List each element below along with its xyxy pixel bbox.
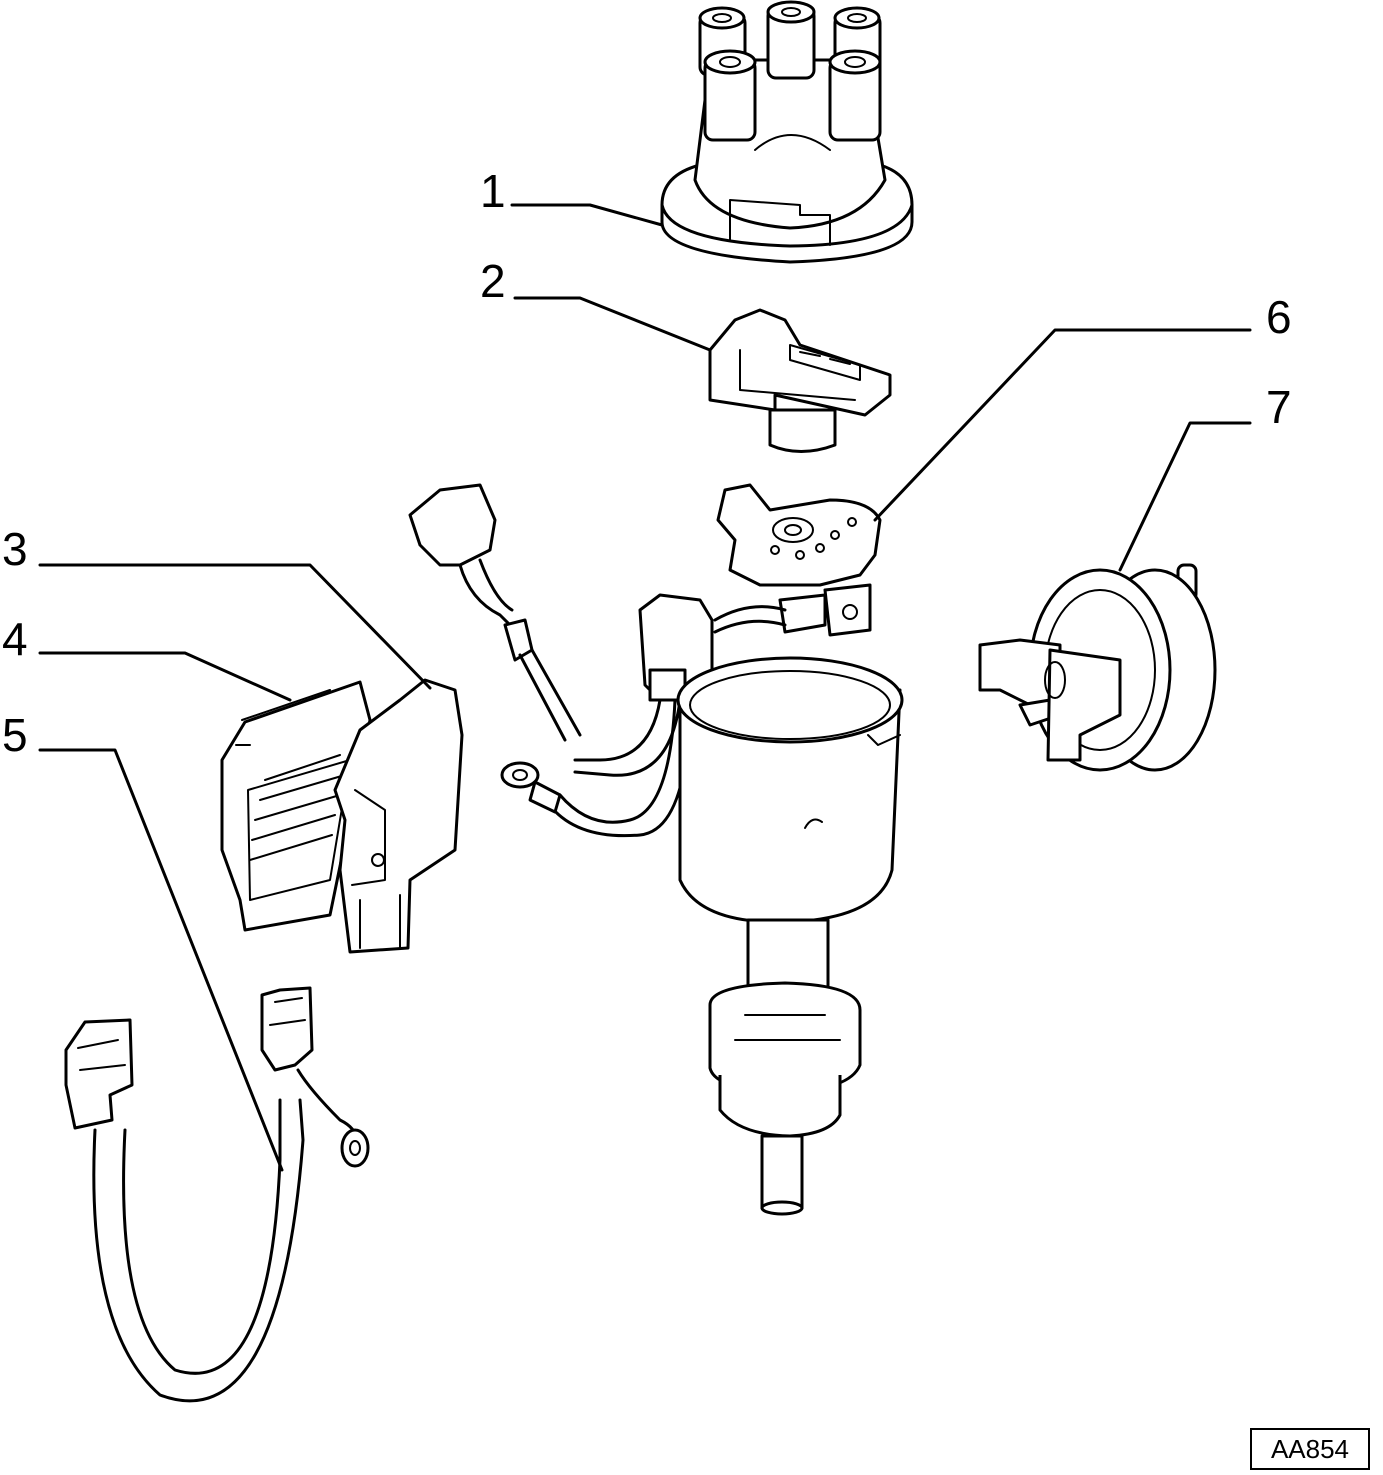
distributor-body <box>676 656 904 1216</box>
leader-line-2 <box>513 296 712 352</box>
callout-6: 6 <box>1266 291 1292 343</box>
leader-line-4 <box>38 651 292 702</box>
cap-towers <box>698 0 882 142</box>
callout-5: 5 <box>2 709 28 761</box>
leader-line-5 <box>38 748 284 1172</box>
callout-4: 4 <box>2 613 28 665</box>
vacuum-advance-unit <box>978 563 1217 772</box>
ignition-module <box>220 680 372 932</box>
sensor-connector <box>408 483 582 742</box>
wiring-harness <box>64 986 370 1403</box>
callout-1: 1 <box>480 165 506 217</box>
distributor-cap <box>660 0 914 264</box>
leader-lines <box>38 203 1252 1172</box>
callout-7: 7 <box>1266 381 1292 433</box>
callout-3: 3 <box>2 523 28 575</box>
pickup-plate <box>713 483 882 637</box>
leader-line-3 <box>38 563 432 690</box>
leader-line-1 <box>510 203 664 227</box>
callout-2: 2 <box>480 255 506 307</box>
module-bracket <box>333 678 464 954</box>
reference-code-label: AA854 <box>1250 1428 1370 1470</box>
leader-line-6 <box>873 328 1252 522</box>
leader-line-7 <box>1118 421 1252 572</box>
rotor-arm <box>708 308 892 453</box>
